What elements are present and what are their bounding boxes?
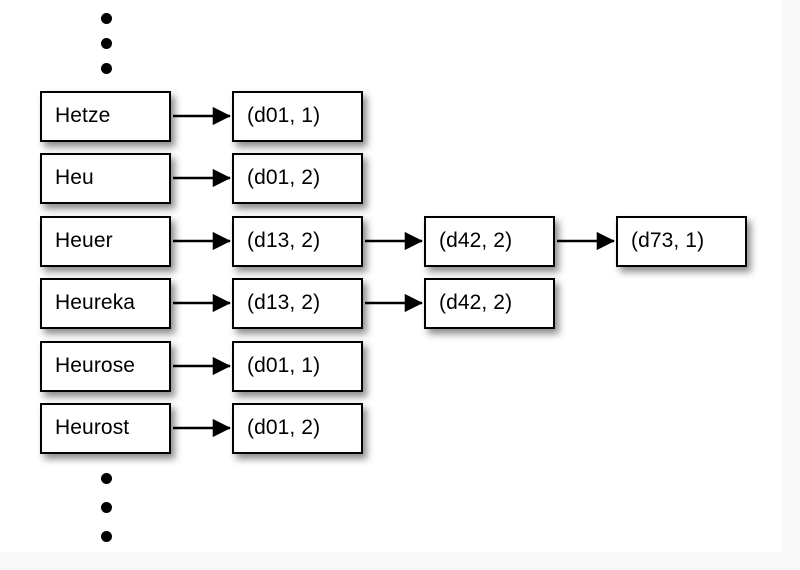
term-node-heu[interactable]: Heu <box>40 153 171 204</box>
term-label: Hetze <box>55 104 111 127</box>
term-node-heuer[interactable]: Heuer <box>40 216 171 267</box>
term-label: Heureka <box>55 291 136 314</box>
ellipsis-bottom <box>99 473 113 560</box>
posting-label: (d73, 1) <box>631 229 705 252</box>
posting-label: (d42, 2) <box>439 291 513 314</box>
term-label: Heurose <box>55 354 136 377</box>
posting-label: (d01, 1) <box>247 354 321 377</box>
posting-node-c3-r3[interactable]: (d73, 1) <box>616 216 747 267</box>
term-label: Heurost <box>55 416 130 439</box>
ellipsis-top <box>99 13 113 88</box>
ellipsis-dot <box>100 473 112 484</box>
posting-node-c1-r4[interactable]: (d13, 2) <box>232 278 363 329</box>
posting-label: (d01, 2) <box>247 416 321 439</box>
ellipsis-dot <box>100 531 112 542</box>
posting-label: (d42, 2) <box>439 229 513 252</box>
term-label: Heu <box>55 166 94 189</box>
posting-label: (d13, 2) <box>247 291 321 314</box>
term-node-heurose[interactable]: Heurose <box>40 341 171 392</box>
term-node-heureka[interactable]: Heureka <box>40 278 171 329</box>
edge-layer <box>173 106 615 438</box>
posting-node-c2-r4[interactable]: (d42, 2) <box>424 278 555 329</box>
posting-node-c1-r5[interactable]: (d01, 1) <box>232 341 363 392</box>
posting-label: (d01, 2) <box>247 166 321 189</box>
posting-label: (d01, 1) <box>247 104 321 127</box>
posting-node-c1-r3[interactable]: (d13, 2) <box>232 216 363 267</box>
term-node-hetze[interactable]: Hetze <box>40 91 171 142</box>
posting-label: (d13, 2) <box>247 229 321 252</box>
ellipsis-dot <box>100 13 112 24</box>
term-node-heurost[interactable]: Heurost <box>40 403 171 454</box>
ellipsis-dot <box>100 63 112 74</box>
posting-node-c1-r2[interactable]: (d01, 2) <box>232 153 363 204</box>
posting-node-c1-r1[interactable]: (d01, 1) <box>232 91 363 142</box>
diagram-canvas: Hetze Heu Heuer Heureka Heurose Heurost … <box>40 13 747 542</box>
ellipsis-dot <box>100 502 112 513</box>
posting-node-c1-r6[interactable]: (d01, 2) <box>232 403 363 454</box>
term-label: Heuer <box>55 229 113 252</box>
ellipsis-dot <box>100 38 112 49</box>
posting-node-c2-r3[interactable]: (d42, 2) <box>424 216 555 267</box>
